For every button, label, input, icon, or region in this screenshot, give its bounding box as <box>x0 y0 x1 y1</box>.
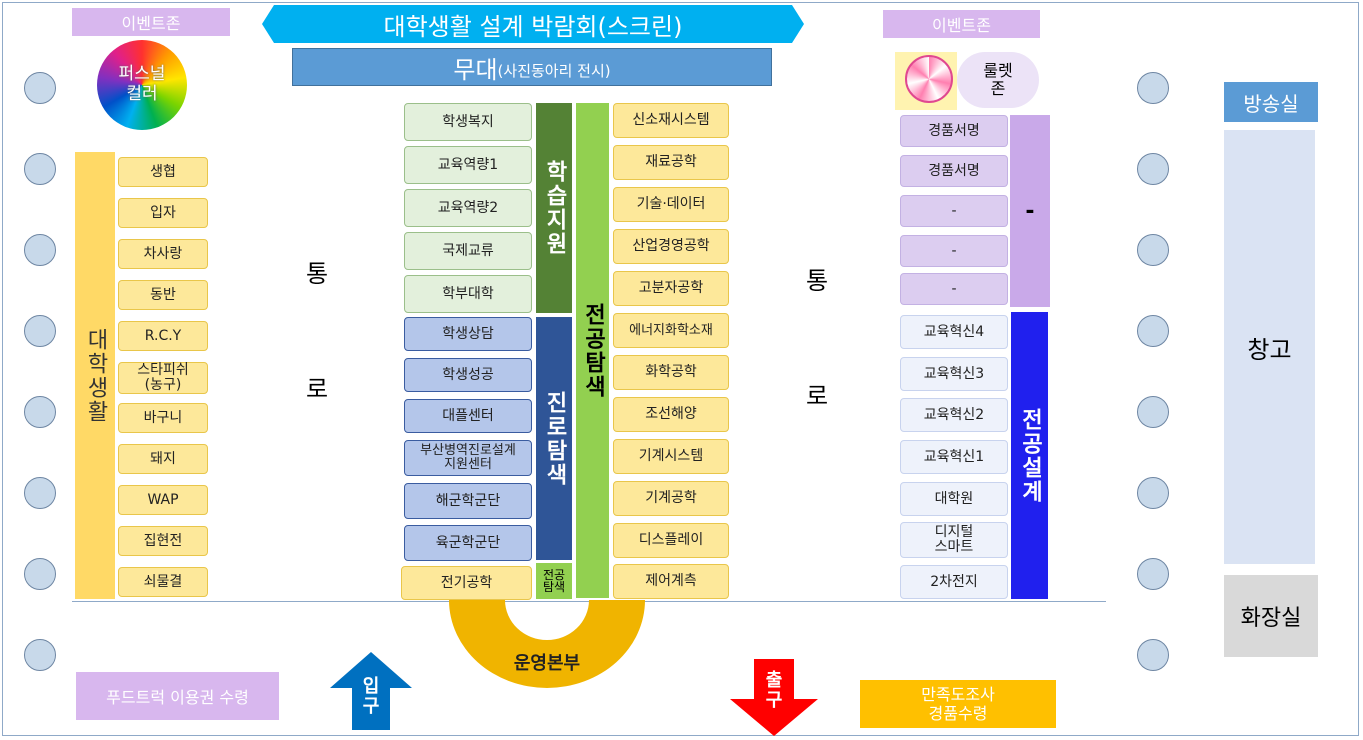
exit-arrow-icon <box>730 659 818 736</box>
major-booth: 에너지화학소재 <box>613 313 729 348</box>
innovation-booth: 교육혁신2 <box>900 398 1008 432</box>
electrical-engineering-booth: 전기공학 <box>401 566 532 600</box>
right-circle-marker <box>1137 315 1169 347</box>
major-booth: 기술·데이터 <box>613 187 729 222</box>
left-booth: WAP <box>118 485 208 515</box>
broadcast-room: 방송실 <box>1224 82 1318 122</box>
right-circle-marker <box>1137 477 1169 509</box>
prize-booth: - <box>900 235 1008 267</box>
major-booth: 고분자공학 <box>613 271 729 306</box>
right-circle-marker <box>1137 72 1169 104</box>
group-label-university-life: 대학생활 <box>75 152 115 599</box>
right-circle-marker <box>1137 396 1169 428</box>
career-booth: 학생상담 <box>404 317 532 351</box>
group-label-major-small: 전공 탐색 <box>536 563 572 599</box>
career-booth: 육군학군단 <box>404 525 532 561</box>
right-circle-marker <box>1137 558 1169 590</box>
stage-sub-label: (사진동아리 전시) <box>497 61 611 80</box>
roulette-zone-label: 룰렛 존 <box>957 52 1039 108</box>
innovation-booth: 2차전지 <box>900 565 1008 599</box>
major-booth: 기계시스템 <box>613 439 729 474</box>
major-booth: 조선해양 <box>613 397 729 432</box>
restroom: 화장실 <box>1224 575 1318 657</box>
left-booth: 스타피쉬 (농구) <box>118 362 208 394</box>
left-circle-marker <box>24 153 56 185</box>
page-title: 대학생활 설계 박람회(스크린) <box>383 12 683 41</box>
prize-booth: 경품서명 <box>900 155 1008 187</box>
stage: 무대(사진동아리 전시) <box>292 48 772 86</box>
career-booth: 대플센터 <box>404 399 532 433</box>
storage-room: 창고 <box>1224 130 1315 564</box>
major-booth: 디스플레이 <box>613 523 729 558</box>
left-circle-marker <box>24 558 56 590</box>
personal-color-label: 퍼스널 컬러 <box>118 64 166 104</box>
operations-hq-arc <box>449 600 645 688</box>
group-label-major-exploration: 전공탐색 <box>576 103 609 598</box>
left-booth: 쇠물결 <box>118 567 208 597</box>
event-zone-left: 이벤트존 <box>72 8 230 36</box>
innovation-booth: 교육혁신4 <box>900 315 1008 349</box>
corridor-left-bottom: 로 <box>305 374 329 403</box>
left-booth: R.C.Y <box>118 321 208 351</box>
group-label-study-support: 학습지원 <box>536 103 572 313</box>
group-label-career: 진로탐색 <box>536 317 572 560</box>
left-circle-marker <box>24 396 56 428</box>
entrance-arrow-icon <box>330 652 412 730</box>
innovation-booth: 교육혁신3 <box>900 357 1008 391</box>
right-circle-marker <box>1137 153 1169 185</box>
career-booth: 부산병역진로설계 지원센터 <box>404 440 532 476</box>
left-circle-marker <box>24 234 56 266</box>
corridor-left-top: 통 <box>305 259 329 288</box>
operations-hq-label: 운영본부 <box>513 653 581 674</box>
career-booth: 학생성공 <box>404 358 532 392</box>
title-banner <box>262 5 804 43</box>
group-label-major-design: 전공설계 <box>1011 312 1048 599</box>
left-booth: 바구니 <box>118 403 208 433</box>
major-booth: 기계공학 <box>613 481 729 516</box>
roulette-image <box>895 52 957 110</box>
major-booth: 제어계측 <box>613 564 729 599</box>
foodtruck-voucher-pickup: 푸드트럭 이용권 수령 <box>76 672 279 720</box>
exit-label: 출 구 <box>765 670 783 711</box>
prize-booth: - <box>900 195 1008 227</box>
survey-prize-pickup: 만족도조사 경품수령 <box>860 680 1056 728</box>
study-booth: 국제교류 <box>404 232 532 270</box>
major-booth: 신소재시스템 <box>613 103 729 138</box>
innovation-booth: 대학원 <box>900 482 1008 516</box>
right-circle-marker <box>1137 639 1169 671</box>
study-booth: 교육역량2 <box>404 189 532 227</box>
event-zone-right: 이벤트존 <box>883 10 1040 38</box>
study-booth: 학부대학 <box>404 275 532 313</box>
prize-booth: 경품서명 <box>900 115 1008 147</box>
major-booth: 산업경영공학 <box>613 229 729 264</box>
right-circle-marker <box>1137 234 1169 266</box>
left-booth: 차사랑 <box>118 239 208 269</box>
left-booth: 돼지 <box>118 444 208 474</box>
left-circle-marker <box>24 315 56 347</box>
personal-color-wheel-icon <box>97 40 187 130</box>
entrance-label: 입 구 <box>362 676 380 717</box>
left-booth: 생협 <box>118 157 208 187</box>
left-circle-marker <box>24 639 56 671</box>
innovation-booth: 디지털 스마트 <box>900 522 1008 558</box>
major-booth: 화학공학 <box>613 355 729 390</box>
innovation-booth: 교육혁신1 <box>900 440 1008 474</box>
major-booth: 재료공학 <box>613 145 729 180</box>
study-booth: 학생복지 <box>404 103 532 141</box>
prize-booth: - <box>900 273 1008 305</box>
left-circle-marker <box>24 72 56 104</box>
left-booth: 입자 <box>118 198 208 228</box>
corridor-right-bottom: 로 <box>805 381 829 410</box>
career-booth: 해군학군단 <box>404 483 532 519</box>
roulette-wheel-icon <box>905 55 953 103</box>
left-booth: 집현전 <box>118 526 208 556</box>
stage-label: 무대 <box>453 55 498 84</box>
group-label-prize: - <box>1010 115 1050 307</box>
corridor-right-top: 통 <box>805 266 829 295</box>
left-booth: 동반 <box>118 280 208 310</box>
study-booth: 교육역량1 <box>404 146 532 184</box>
left-circle-marker <box>24 477 56 509</box>
